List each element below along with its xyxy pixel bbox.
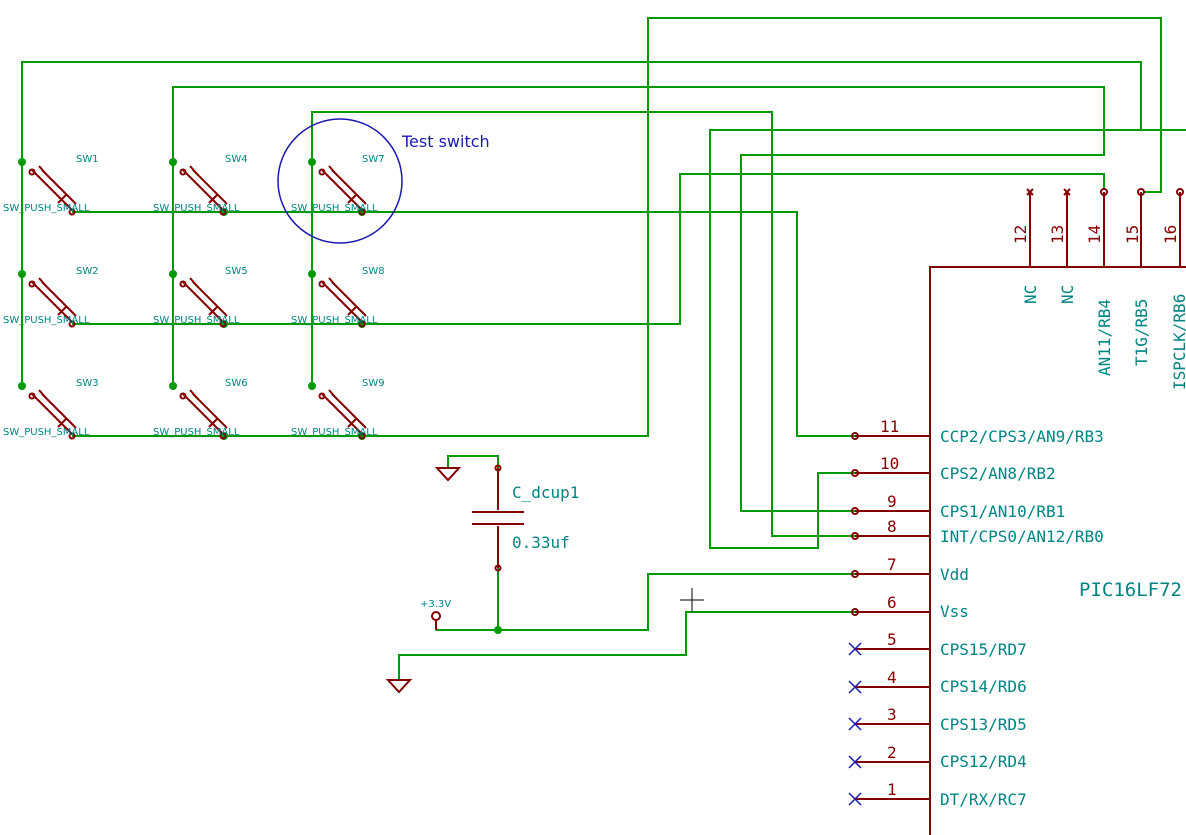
- pin-name: CCP2/CPS3/AN9/RB3: [940, 427, 1104, 446]
- switch-sw5[interactable]: SW5 SW_PUSH_SMALL: [153, 266, 248, 328]
- capacitor-value: 0.33uf: [512, 533, 570, 552]
- switch-ref: SW2: [76, 266, 99, 277]
- power-3v3-symbol: +3.3V: [420, 599, 451, 630]
- switch-sw3[interactable]: SW3 SW_PUSH_SMALL: [3, 378, 99, 440]
- pin-name: CPS14/RD6: [940, 677, 1027, 696]
- pin-name: CPS12/RD4: [940, 752, 1027, 771]
- pin-number: 1: [887, 780, 897, 799]
- junctions: [18, 158, 502, 634]
- pin-number: 12: [1011, 225, 1030, 244]
- ground-symbol-vss: [385, 679, 413, 694]
- pin-number: 2: [887, 743, 897, 762]
- switch-ref: SW9: [362, 378, 385, 389]
- pin-name: CPS2/AN8/RB2: [940, 464, 1056, 483]
- switch-value: SW_PUSH_SMALL: [3, 315, 90, 326]
- pin-number: 9: [887, 492, 897, 511]
- pin-name: Vss: [940, 602, 969, 621]
- no-connect-marks: [848, 642, 862, 806]
- pin-name: NC: [1058, 285, 1077, 304]
- switch-ref: SW5: [225, 266, 248, 277]
- switch-ref: SW1: [76, 154, 99, 165]
- pin-name: T1G/RB5: [1132, 299, 1151, 366]
- switch-grid: SW1 SW_PUSH_SMALL SW2 SW_PUSH_SMALL SW3 …: [3, 154, 385, 440]
- pin-number: 7: [887, 555, 897, 574]
- pin-name: INT/CPS0/AN12/RB0: [940, 527, 1104, 546]
- power-label: +3.3V: [420, 599, 451, 610]
- pin-name: CPS1/AN10/RB1: [940, 502, 1065, 521]
- switch-value: SW_PUSH_SMALL: [153, 315, 240, 326]
- capacitor-ref: C_dcup1: [512, 483, 579, 502]
- switch-value: SW_PUSH_SMALL: [291, 203, 378, 214]
- switch-sw4[interactable]: SW4 SW_PUSH_SMALL: [153, 154, 248, 216]
- ground-symbol-cap: [434, 467, 462, 482]
- crosshair-cursor-icon: [680, 588, 704, 612]
- pin-name: ISPCLK/RB6: [1170, 294, 1186, 390]
- pin-number: 11: [880, 417, 899, 436]
- switch-value: SW_PUSH_SMALL: [153, 203, 240, 214]
- switch-ref: SW3: [76, 378, 99, 389]
- pin-name: Vdd: [940, 565, 969, 584]
- pin-number: 3: [887, 705, 897, 724]
- switch-sw8[interactable]: SW8 SW_PUSH_SMALL: [291, 266, 385, 328]
- ic-top-pins: [1026, 188, 1184, 267]
- switch-ref: SW8: [362, 266, 385, 277]
- switch-value: SW_PUSH_SMALL: [291, 315, 378, 326]
- ic-pic16lf72[interactable]: 11 10 9 8 7 6 5 4 3 2 1 CCP2/CPS3/AN9/RB…: [848, 188, 1186, 835]
- pin-number: 15: [1123, 225, 1142, 244]
- switch-sw6[interactable]: SW6 SW_PUSH_SMALL: [153, 378, 248, 440]
- pin-number: 10: [880, 454, 899, 473]
- switch-value: SW_PUSH_SMALL: [153, 427, 240, 438]
- ic-part-name: PIC16LF72: [1079, 579, 1182, 601]
- switch-ref: SW4: [225, 154, 248, 165]
- switch-sw9[interactable]: SW9 SW_PUSH_SMALL: [291, 378, 385, 440]
- ic-left-pins: [851, 432, 930, 800]
- capacitor-c-dcup1[interactable]: C_dcup1 0.33uf: [472, 464, 579, 572]
- pin-number: 4: [887, 668, 897, 687]
- switch-value: SW_PUSH_SMALL: [3, 427, 90, 438]
- test-switch-circle: [277, 118, 403, 244]
- pin-number: 13: [1048, 225, 1067, 244]
- pin-number: 16: [1161, 225, 1180, 244]
- pin-number: 14: [1085, 225, 1104, 244]
- switch-ref: SW7: [362, 154, 385, 165]
- switch-sw7[interactable]: SW7 SW_PUSH_SMALL: [291, 154, 385, 216]
- pin-number: 6: [887, 593, 897, 612]
- wires: [21, 17, 1186, 680]
- test-switch-note: Test switch: [401, 132, 490, 151]
- pin-number: 8: [887, 517, 897, 536]
- pin-name: CPS15/RD7: [940, 640, 1027, 659]
- switch-value: SW_PUSH_SMALL: [3, 203, 90, 214]
- pin-name: NC: [1021, 285, 1040, 304]
- pin-name: AN11/RB4: [1095, 299, 1114, 376]
- pin-name: CPS13/RD5: [940, 715, 1027, 734]
- switch-sw2[interactable]: SW2 SW_PUSH_SMALL: [3, 266, 99, 328]
- switch-ref: SW6: [225, 378, 248, 389]
- pin-name: DT/RX/RC7: [940, 790, 1027, 809]
- switch-value: SW_PUSH_SMALL: [291, 427, 378, 438]
- pin-number: 5: [887, 630, 897, 649]
- switch-sw1[interactable]: SW1 SW_PUSH_SMALL: [3, 154, 99, 216]
